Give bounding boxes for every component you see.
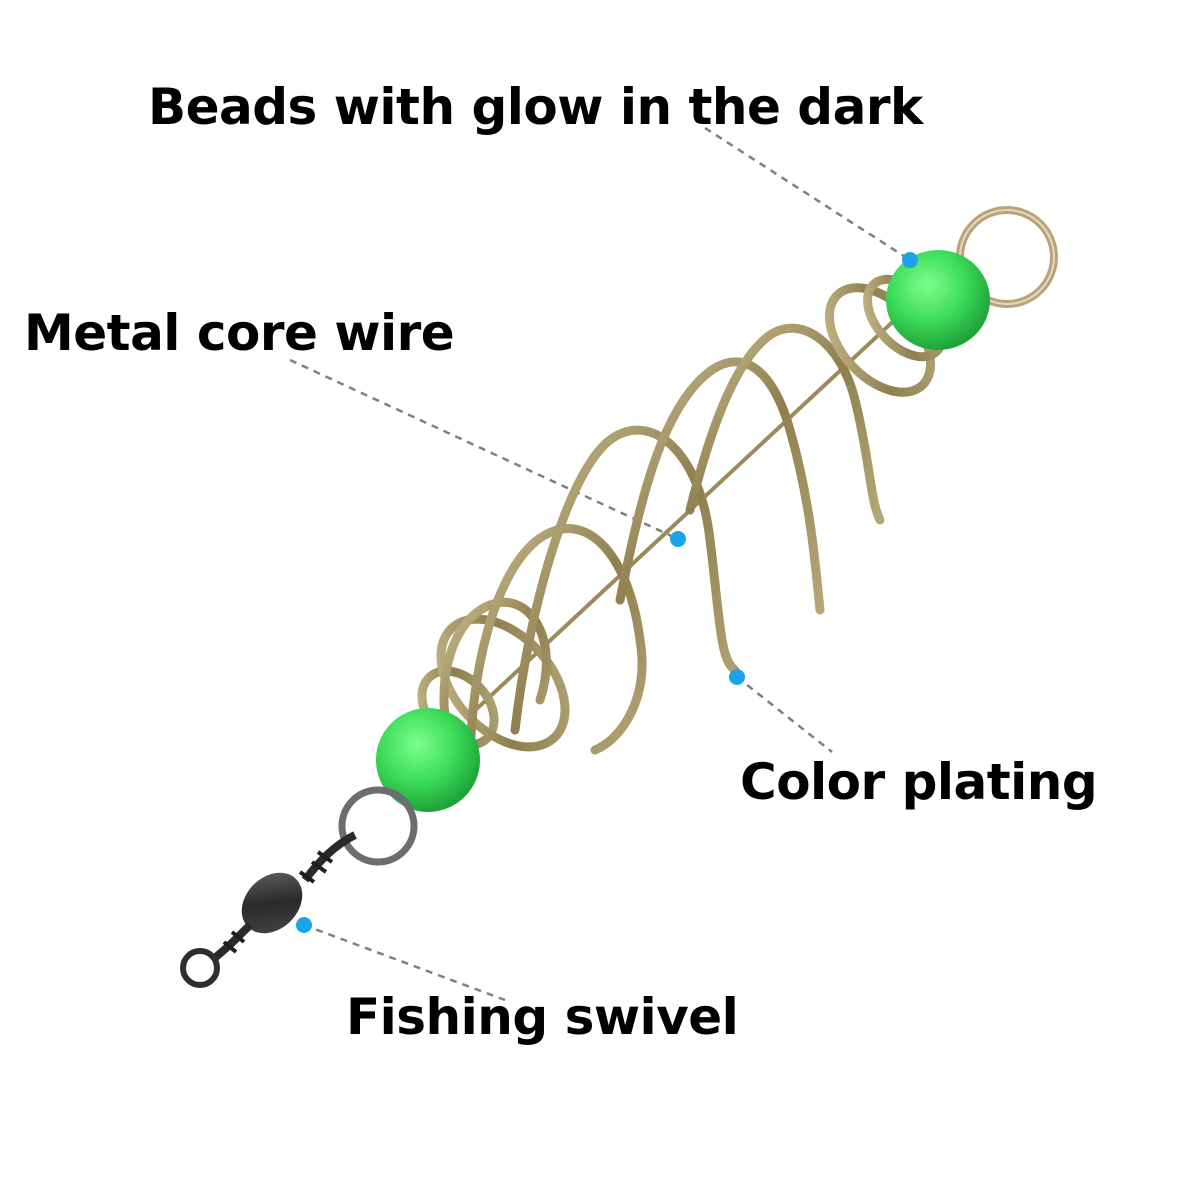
label-beads: Beads with glow in the dark (148, 78, 923, 136)
label-core-wire: Metal core wire (24, 304, 455, 362)
bottom-bead (376, 708, 480, 812)
leader-line-plating (736, 676, 833, 753)
fishing-swivel (180, 831, 357, 988)
label-color-plating: Color plating (740, 753, 1098, 811)
label-fishing-swivel: Fishing swivel (346, 988, 739, 1046)
top-bead (886, 250, 990, 350)
marker-core (670, 531, 686, 547)
leader-line-core (289, 358, 679, 541)
bottom-ring (338, 786, 418, 866)
marker-plating (729, 669, 745, 685)
leader-line-swivel (303, 923, 506, 1002)
leader-line-beads (704, 126, 911, 262)
leader-lines (289, 126, 911, 1002)
marker-beads (902, 252, 918, 268)
marker-dots (296, 252, 918, 933)
marker-swivel (296, 917, 312, 933)
core-wire (468, 313, 902, 717)
